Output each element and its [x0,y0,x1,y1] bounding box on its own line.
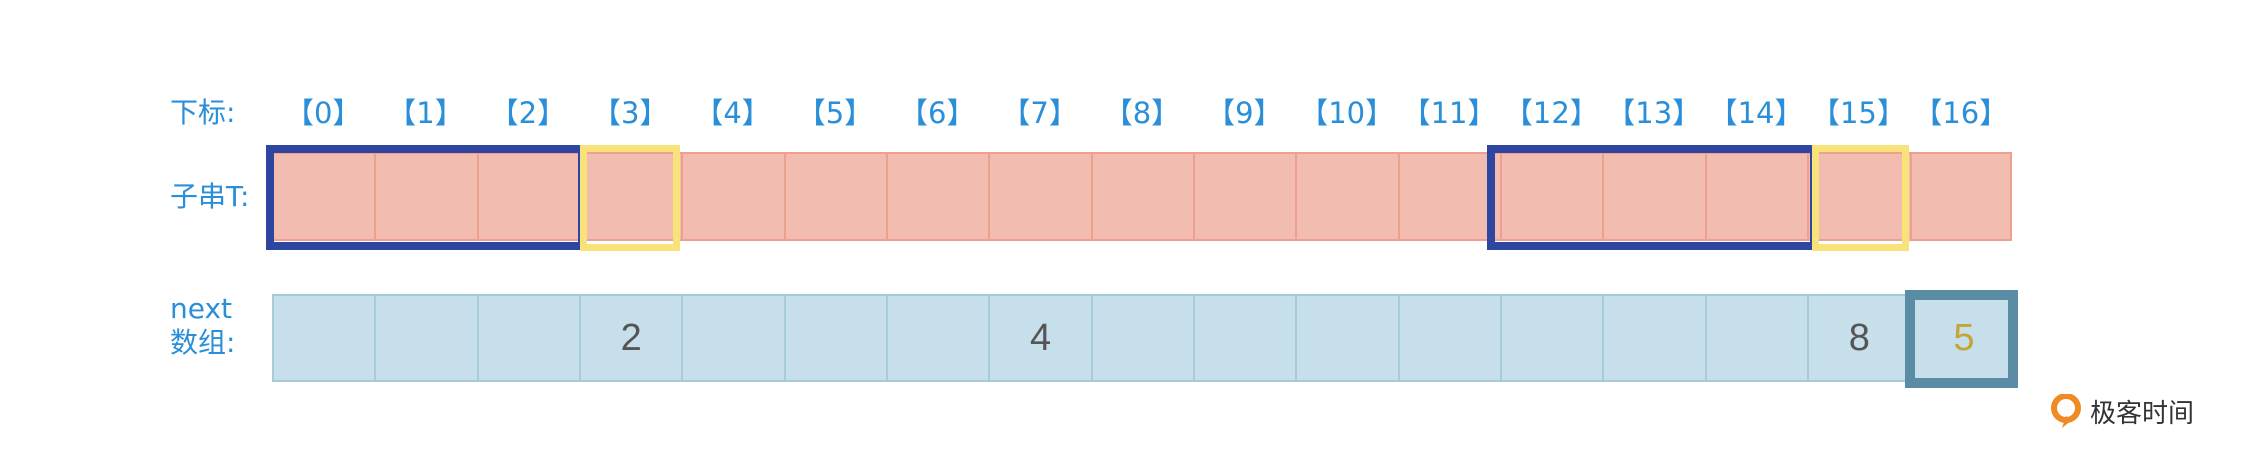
next-highlight-value: 5 [1953,316,1975,359]
substring-cell [1604,154,1707,239]
substring-cell [1400,154,1503,239]
substring-cell [376,154,479,239]
prefix-next-char-highlight-box [580,145,680,251]
brand-logo: 极客时间 [2050,393,2194,430]
suffix-next-char-highlight-box [1812,145,1909,251]
substring-cell [888,154,991,239]
index-label: 【13】 [1606,96,1702,130]
next-array-label-line2: 数组: [170,326,236,359]
index-label: 【7】 [1001,96,1078,130]
index-label: 【15】 [1810,96,1906,130]
next-array-cell [376,296,479,380]
next-array-cell: 4 [990,296,1093,380]
next-array-cell [888,296,991,380]
substring-cell [1707,154,1810,239]
index-label: 【2】 [489,96,567,130]
index-label: 【1】 [387,96,464,130]
index-label: 【11】 [1401,96,1497,130]
next-array-cells: 2 4 8 [272,294,2012,382]
next-array-cell [274,296,377,380]
substring-cell [581,154,684,239]
substring-row-label: 子串T: [170,180,250,213]
substring-cell [1809,154,1912,239]
index-row-label: 下标: [170,96,236,129]
substring-cells [272,152,2012,241]
index-label: 【3】 [591,96,669,130]
substring-cell [786,154,889,239]
next-target-highlight-box [1905,290,2018,388]
brand-text: 极客时间 [2090,399,2195,429]
substring-cell [683,154,786,239]
substring-cell [1195,154,1298,239]
next-array-label-line1: next [170,292,233,325]
index-label: 【16】 [1913,96,2009,130]
substring-cell [1502,154,1605,239]
substring-cell [990,154,1093,239]
substring-cell [1297,154,1400,239]
next-array-cell [1707,296,1810,380]
prefix-highlight-box [266,145,586,250]
substring-cell [274,154,377,239]
next-array-cell [683,296,786,380]
index-label: 【14】 [1708,96,1804,130]
next-array-cell [479,296,582,380]
index-label: 【6】 [899,96,976,130]
next-array-cell [1195,296,1298,380]
next-array-cell [1502,296,1605,380]
index-label: 【8】 [1103,96,1181,130]
substring-cell [1912,154,2011,239]
next-array-cell: 2 [581,296,684,380]
substring-cell [1093,154,1196,239]
index-label: 【10】 [1299,96,1395,130]
index-label: 【4】 [694,96,771,130]
brand-icon [2051,393,2081,428]
index-label: 【5】 [796,96,874,130]
index-label: 【0】 [284,96,362,130]
next-array-cell [786,296,889,380]
next-array-cell [1604,296,1707,380]
next-array-cell: 8 [1809,296,1912,380]
suffix-highlight-box [1487,145,1818,250]
next-array-cell [1093,296,1196,380]
index-label: 【12】 [1503,96,1599,130]
next-array-cell [1400,296,1503,380]
index-label: 【9】 [1206,96,1283,130]
next-array-cell [1297,296,1400,380]
